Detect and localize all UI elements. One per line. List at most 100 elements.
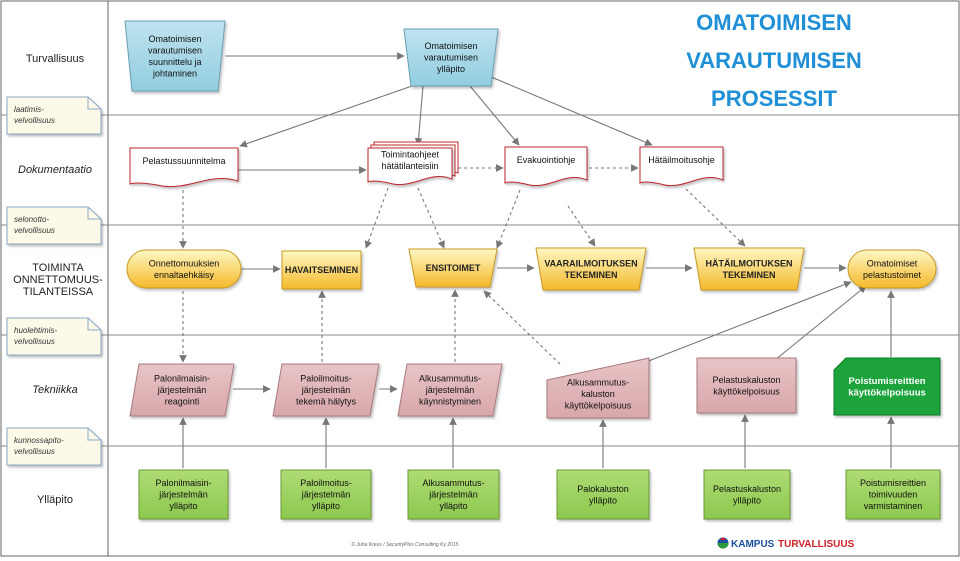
tag-kunnossapito: kunnossapito-velvollisuus — [6, 427, 102, 466]
node-paloilmoitus-halytys-line-3: tekemä hälytys — [296, 397, 357, 407]
node-suunnittelu-shape — [124, 20, 226, 92]
tag-kunnossapito-line-2: velvollisuus — [14, 447, 55, 456]
node-y-palonilmaisin-line-3: ylläpito — [169, 501, 197, 511]
node-toimintaohjeet: Toimintaohjeet hätätilanteisiin — [367, 141, 459, 186]
node-evakuointiohje-line-1: Evakuointiohje — [517, 155, 576, 165]
node-pelastustoimet: Omatoimiset pelastustoimet — [847, 249, 937, 289]
node-pelastustoimet-shape — [847, 249, 937, 289]
node-y-paloilmoitus-shape — [280, 469, 372, 520]
node-suunnittelu-line-3: suunnittelu ja — [148, 57, 201, 67]
responsibility-tags: laatimis-velvollisuusselonotto-velvollis… — [6, 96, 102, 466]
connector-arrow — [495, 189, 521, 249]
node-hatailmoitus-shape — [693, 247, 805, 291]
tag-selonotto-line-2: velvollisuus — [14, 226, 55, 235]
node-alkusammutus-kaynn-line-2: järjestelmän — [425, 385, 475, 395]
node-ennaltaehkaisy-line-2: ennaltaehkäisy — [154, 270, 215, 280]
node-suunnittelu-line-4: johtaminen — [152, 68, 197, 78]
tag-laatimis: laatimis-velvollisuus — [6, 96, 102, 135]
copyright-credit: © Juha Kreus / SecurityPlus Consulting K… — [351, 541, 458, 548]
node-palonilmaisin-reag-line-3: reagointi — [165, 397, 200, 407]
node-hatailmoitusohje-shape — [639, 146, 724, 187]
node-pelastussuunnitelma-line-1: Pelastussuunnitelma — [142, 156, 225, 166]
lane-label-tekniikka-line-1: Tekniikka — [32, 384, 77, 396]
tag-laatimis-line-2: velvollisuus — [14, 116, 55, 125]
node-palonilmaisin-reag-line-2: järjestelmän — [157, 385, 207, 395]
logo-part-1: KAMPUS — [731, 539, 775, 550]
node-y-poistumisreitit-line-1: Poistumisreittien — [860, 478, 926, 488]
node-evakuointiohje: Evakuointiohje — [504, 146, 588, 187]
node-vaarailmoitus-shape — [535, 247, 647, 291]
lane-label-yllapito-line-1: Ylläpito — [37, 494, 73, 506]
node-pelastustoimet-line-2: pelastustoimet — [863, 270, 922, 280]
node-paloilmoitus-halytys: Paloilmoitus-järjestelmän tekemä hälytys — [272, 363, 380, 417]
node-paloilmoitus-halytys-line-2: järjestelmän — [301, 385, 351, 395]
diagram-title: OMATOIMISEN VARAUTUMISEN PROSESSIT — [686, 10, 862, 111]
node-yllapito-top-shape — [403, 28, 499, 87]
node-y-palokalusto-line-2: ylläpito — [589, 495, 617, 505]
node-y-paloilmoitus-line-1: Paloilmoitus- — [300, 478, 352, 488]
node-alkusammutus-kaynn-line-3: käynnistyminen — [419, 397, 481, 407]
node-pelastussuunnitelma-shape — [129, 147, 239, 188]
node-alkusammutus-kaluston-line-2: kaluston — [581, 389, 615, 399]
title-line-2: VARAUTUMISEN — [686, 48, 862, 73]
node-palonilmaisin-reag-shape — [129, 363, 235, 417]
logo-part-2: TURVALLISUUS — [778, 539, 855, 550]
node-vaarailmoitus-line-1: VAARAILMOITUKSEN — [544, 258, 637, 268]
node-y-paloilmoitus-line-3: ylläpito — [312, 501, 340, 511]
node-toimintaohjeet-line-2: hätätilanteisiin — [381, 161, 438, 171]
connector-arrow — [685, 188, 746, 247]
title-line-3: PROSESSIT — [711, 86, 837, 111]
node-poistumisreittien-line-1: Poistumisreittien — [848, 376, 925, 387]
connector-arrow — [488, 75, 653, 146]
tag-huolehtimis-line-2: velvollisuus — [14, 337, 55, 346]
lane-label-toiminta-line-3: TILANTEISSA — [23, 286, 94, 298]
node-ensitoimet-line-1: ENSITOIMET — [426, 263, 481, 273]
lane-label-dokumentaatio-line-1: Dokumentaatio — [18, 164, 92, 176]
tag-huolehtimis-line-1: huolehtimis- — [14, 326, 57, 335]
connector-arrow — [239, 85, 413, 148]
tag-selonotto: selonotto-velvollisuus — [6, 206, 102, 245]
kampusturvallisuus-logo: KAMPUS TURVALLISUUS — [717, 537, 855, 550]
tag-laatimis-line-1: laatimis- — [14, 105, 44, 114]
tag-selonotto-line-1: selonotto- — [14, 215, 49, 224]
node-havaitseminen-line-1: HAVAITSEMINEN — [285, 265, 358, 275]
connector-arrows — [179, 52, 895, 468]
lane-label-toiminta-line-1: TOIMINTA — [32, 262, 84, 274]
lane-labels: TurvallisuusDokumentaatioTOIMINTAONNETTO… — [13, 53, 103, 506]
node-poistumisreittien-line-2: käyttökelpoisuus — [848, 387, 926, 398]
node-paloilmoitus-halytys-line-1: Paloilmoitus- — [300, 374, 352, 384]
connector-arrow — [567, 205, 596, 247]
node-toimintaohjeet-line-1: Toimintaohjeet — [381, 149, 440, 159]
node-y-poistumisreitit-line-2: toimivuuden — [869, 490, 918, 500]
node-hatailmoitus-line-1: HÄTÄILMOITUKSEN — [706, 258, 793, 268]
node-y-alkusammutus-line-2: järjestelmän — [428, 490, 478, 500]
node-yllapito-top-line-2: varautumisen — [424, 53, 478, 63]
node-ennaltaehkaisy-line-1: Onnettomuuksien — [149, 258, 220, 268]
node-palonilmaisin-reag-line-1: Palonilmaisin- — [154, 374, 210, 384]
node-hatailmoitusohje-line-1: Hätäilmoitusohje — [648, 155, 715, 165]
node-hatailmoitusohje: Hätäilmoitusohje — [639, 146, 724, 187]
node-yllapito-top-line-3: ylläpito — [437, 64, 465, 74]
node-y-alkusammutus-shape — [407, 469, 500, 520]
node-y-poistumisreitit: Poistumisreittientoimivuudenvarmistamine… — [845, 469, 941, 520]
node-pelastuskaluston-shape — [696, 357, 797, 414]
connector-arrow — [483, 290, 561, 365]
lane-label-toiminta-line-2: ONNETTOMUUS- — [13, 274, 103, 286]
node-y-pelastuskalusto-shape — [703, 469, 791, 520]
node-pelastustoimet-line-1: Omatoimiset — [867, 258, 918, 268]
node-havaitseminen: HAVAITSEMINEN — [281, 250, 362, 290]
node-ennaltaehkaisy: Onnettomuuksien ennaltaehkäisy — [126, 249, 242, 289]
node-alkusammutus-kaluston-line-1: Alkusammutus- — [567, 378, 629, 388]
node-pelastussuunnitelma: Pelastussuunnitelma — [129, 147, 239, 188]
node-y-palokalusto-shape — [556, 469, 650, 520]
node-suunnittelu-line-1: Omatoimisen — [148, 34, 201, 44]
